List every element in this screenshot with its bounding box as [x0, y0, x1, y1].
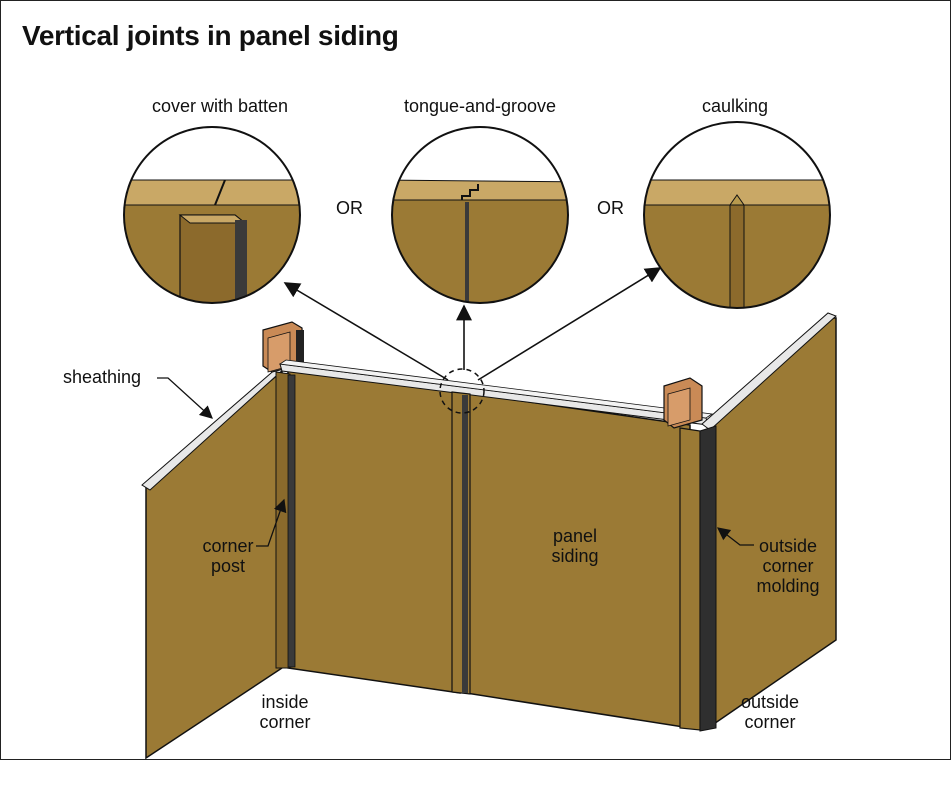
- outside-molding-line-3: molding: [756, 576, 820, 596]
- inside-corner-line-1: inside: [261, 692, 309, 712]
- back-panel-left: [287, 369, 461, 694]
- label-tongue-and-groove: tongue-and-groove: [403, 96, 557, 116]
- label-or-2: OR: [597, 198, 624, 218]
- right-wall-panel: [701, 312, 837, 730]
- outside-corner-post: [663, 377, 703, 429]
- outside-corner-line-1: outside: [740, 692, 800, 712]
- label-or-1: OR: [336, 198, 363, 218]
- label-outside-corner-molding: outside corner molding: [748, 536, 828, 596]
- corner-post-line-2: post: [210, 556, 246, 576]
- outside-molding-line-1: outside: [758, 536, 818, 556]
- batten-detail: [124, 127, 300, 303]
- outside-corner-line-2: corner: [744, 712, 796, 732]
- outside-corner-molding: [679, 425, 717, 732]
- label-cover-with-batten: cover with batten: [151, 96, 289, 116]
- diagram-title: Vertical joints in panel siding: [22, 20, 399, 51]
- center-batten: [451, 391, 471, 695]
- left-wall-panel: [141, 366, 288, 760]
- inside-corner-strip: [275, 371, 296, 669]
- label-panel-siding: panel siding: [540, 526, 610, 566]
- label-sheathing: sheathing: [63, 367, 142, 387]
- inside-corner-line-2: corner: [259, 712, 311, 732]
- arrow-to-batten: [283, 282, 449, 381]
- panel-siding-line-1: panel: [552, 526, 598, 546]
- joint-highlight-circle: [439, 368, 485, 414]
- sheathing-leader: [157, 377, 213, 419]
- label-inside-corner: inside corner: [250, 692, 320, 732]
- corner-post-line-1: corner: [202, 536, 254, 556]
- panel-siding-line-2: siding: [551, 546, 599, 566]
- tongue-detail: [392, 127, 568, 303]
- label-caulking: caulking: [701, 96, 769, 116]
- arrow-to-caulking: [477, 267, 662, 381]
- label-outside-corner: outside corner: [732, 692, 808, 732]
- outside-molding-line-2: corner: [762, 556, 814, 576]
- outside-molding-leader: [716, 527, 754, 546]
- corner-post-leader: [256, 498, 287, 547]
- label-corner-post: corner post: [196, 536, 260, 576]
